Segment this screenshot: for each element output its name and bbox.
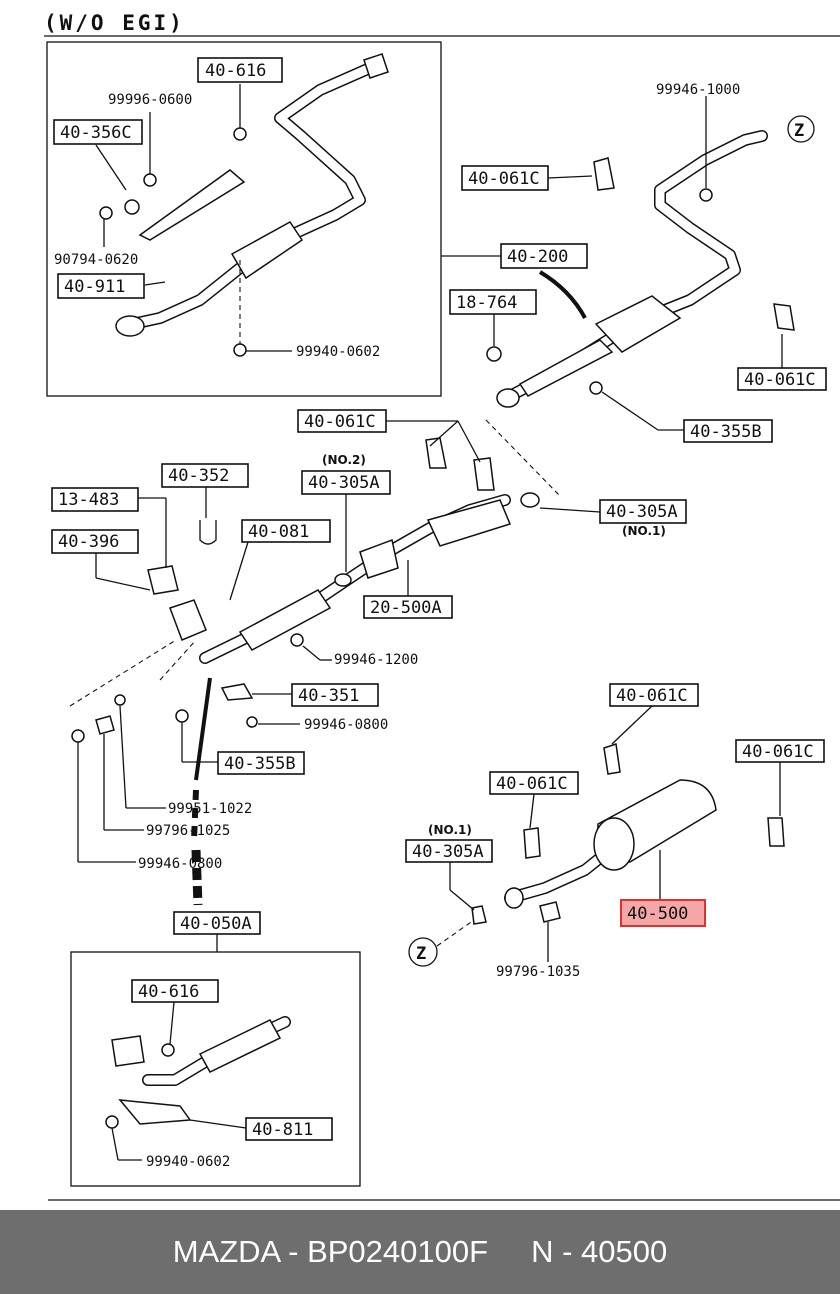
- inset-muffler: [230, 221, 304, 280]
- label-99796-1025: 99796-1025: [146, 823, 230, 839]
- z-marker-top: [787, 115, 815, 143]
- label-18-764: 18-764: [456, 293, 517, 313]
- label-40-061c-e: 40-061C: [742, 742, 814, 762]
- highlight-40-500: [620, 899, 706, 927]
- label-99946-1200: 99946-1200: [334, 652, 418, 668]
- hanger-c: [425, 437, 447, 469]
- silencer-flange: [504, 887, 524, 909]
- label-40-355b-a: 40-355B: [690, 422, 762, 442]
- label-40-050a: 40-050A: [180, 914, 252, 934]
- gasket-40-355b: [589, 381, 603, 395]
- label-90794-0620: 90794-0620: [54, 252, 138, 268]
- part-info-text: MAZDA - BP0240100F N - 40500: [172, 1234, 668, 1269]
- label-40-616-top: 40-616: [205, 61, 266, 81]
- gasket-no2: [334, 573, 352, 587]
- washer-99951-1022: [114, 694, 126, 706]
- hanger-g: [767, 817, 785, 847]
- label-40-061c-f: 40-061C: [496, 774, 568, 794]
- inset-frame-bottom: [70, 951, 361, 1187]
- inset-nut-a: [143, 173, 157, 187]
- svg-text:Z: Z: [794, 121, 804, 141]
- exhaust-manifold-flange: [169, 599, 207, 641]
- part-info-footer: MAZDA - BP0240100F N - 40500: [0, 1210, 840, 1294]
- center-heat-shield: [518, 339, 614, 397]
- label-99796-1035: 99796-1035: [496, 964, 580, 980]
- label-40-500: 40-500: [627, 904, 688, 924]
- label-40-305a-c: 40-305A: [412, 842, 484, 862]
- gasket-13-483: [147, 565, 179, 595]
- label-40-305a-a: 40-305A: [308, 473, 380, 493]
- label-40-061c-b: 40-061C: [744, 370, 816, 390]
- inset-manifold-flange: [111, 1035, 145, 1067]
- hanger-a: [593, 157, 615, 191]
- hanger-f: [523, 827, 541, 859]
- label-40-305a-b: 40-305A: [606, 502, 678, 522]
- nut-99946-0800-b: [71, 729, 85, 743]
- exhaust-parts-diagram: (W/O EGI) 40-616 99996-0600 40-356C 9079…: [44, 11, 840, 1201]
- center-muffler: [594, 295, 682, 353]
- label-40-061c-c: 40-061C: [304, 412, 376, 432]
- inset-heat-shield: [138, 169, 246, 241]
- center-flange: [496, 388, 520, 408]
- nut-99946-1000: [699, 188, 713, 202]
- inset-washer: [124, 199, 140, 215]
- diagram-header: (W/O EGI): [44, 11, 185, 35]
- label-99996-0600: 99996-0600: [108, 92, 192, 108]
- inset-flange: [115, 315, 145, 337]
- label-40-356c: 40-356C: [60, 123, 132, 143]
- cap-18-764: [486, 346, 502, 362]
- bracket-40-351: [220, 683, 254, 701]
- label-99946-0800-a: 99946-0800: [304, 717, 388, 733]
- inset-nut-b: [233, 343, 247, 357]
- bolt-99796-1035: [539, 901, 561, 923]
- label-99940-0602-bottom: 99940-0602: [146, 1154, 230, 1170]
- hanger-e: [603, 743, 621, 775]
- inset-frame-top: [46, 41, 442, 397]
- inset-bolt-b: [99, 206, 113, 220]
- gasket-no1: [520, 492, 540, 508]
- label-40-061c-d: 40-061C: [616, 686, 688, 706]
- flange-20-500a: [359, 538, 399, 579]
- front-catalyst: [238, 589, 332, 651]
- label-40-811: 40-811: [252, 1120, 313, 1140]
- hanger-d: [473, 457, 495, 491]
- label-99946-0800-b: 99946-0800: [138, 856, 222, 872]
- svg-text:Z: Z: [416, 944, 426, 964]
- label-40-200: 40-200: [507, 247, 568, 267]
- gasket-40-305a-c: [471, 905, 487, 925]
- clamp-40-352: [199, 520, 217, 545]
- label-no2: (NO.2): [322, 453, 366, 467]
- bolt-99796-1025: [95, 715, 115, 735]
- label-40-911: 40-911: [64, 277, 125, 297]
- inset-bolt-40-616: [161, 1043, 175, 1057]
- inset-hanger: [363, 53, 389, 79]
- inset-heat-shield-40-811: [118, 1099, 192, 1125]
- label-no1-a: (NO.1): [622, 524, 666, 538]
- label-99951-1022: 99951-1022: [168, 801, 252, 817]
- inset-nut-99940-0602: [105, 1115, 119, 1129]
- nut-99946-0800-a: [246, 716, 258, 728]
- label-99946-1000: 99946-1000: [656, 82, 740, 98]
- label-40-081: 40-081: [248, 522, 309, 542]
- label-40-352: 40-352: [168, 466, 229, 486]
- label-40-061c-a: 40-061C: [468, 169, 540, 189]
- heat-shield-middle: [426, 499, 512, 547]
- inset-bolt-a: [233, 127, 247, 141]
- z-marker-bottom: [408, 937, 438, 967]
- label-20-500a: 20-500A: [370, 598, 442, 618]
- label-40-616-bottom: 40-616: [138, 982, 199, 1002]
- nut-99946-1200: [290, 633, 304, 647]
- label-40-351: 40-351: [298, 686, 359, 706]
- label-99940-0602-top: 99940-0602: [296, 344, 380, 360]
- gasket-40-355b-b: [175, 709, 189, 723]
- label-no1-b: (NO.1): [428, 823, 472, 837]
- label-40-396: 40-396: [58, 532, 119, 552]
- inset-catalyst: [198, 1019, 282, 1073]
- label-13-483: 13-483: [58, 490, 119, 510]
- label-40-355b-b: 40-355B: [224, 754, 296, 774]
- hanger-b: [773, 303, 795, 331]
